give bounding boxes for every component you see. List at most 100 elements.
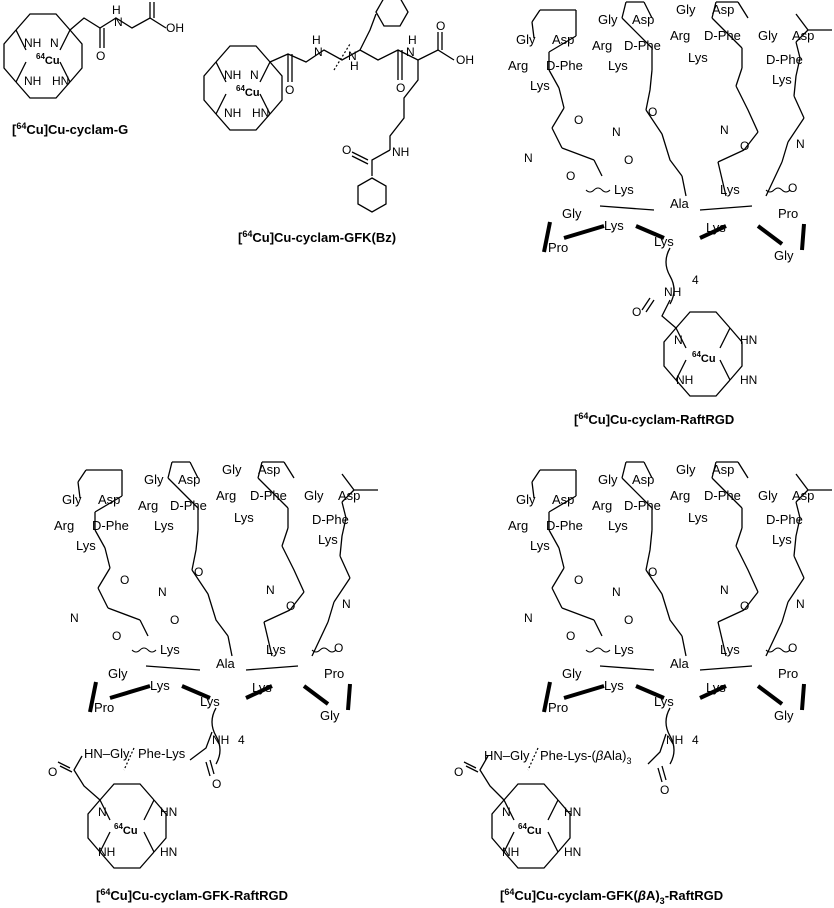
svg-text:Lys: Lys (720, 642, 740, 657)
svg-text:D-Phe: D-Phe (546, 518, 583, 533)
svg-text:Gly: Gly (562, 666, 582, 681)
svg-text:Pro: Pro (324, 666, 344, 681)
svg-text:HN: HN (160, 805, 177, 819)
caption-cyclam-g: [64Cu]Cu-cyclam-G (12, 121, 128, 137)
svg-text:NH: NH (666, 733, 683, 747)
svg-text:Asp: Asp (98, 492, 120, 507)
svg-text:Pro: Pro (94, 700, 114, 715)
svg-text:O: O (120, 573, 129, 587)
svg-text:O: O (624, 613, 633, 627)
atom-nh-3: NH (224, 68, 241, 82)
caption-cyclam-gfk-raftrgd: [64Cu]Cu-cyclam-GFK-RaftRGD (96, 887, 288, 903)
svg-text:Gly: Gly (144, 472, 164, 487)
svg-text:D-Phe: D-Phe (250, 488, 287, 503)
svg-text:O: O (170, 613, 179, 627)
svg-text:HN–Gly: HN–Gly (484, 748, 530, 763)
svg-text:HN: HN (564, 845, 581, 859)
svg-text:NH: NH (502, 845, 519, 859)
svg-text:O: O (648, 105, 657, 119)
caption-cyclam-gfk-bz: [64Cu]Cu-cyclam-GFK(Bz) (238, 229, 396, 245)
atom-o-5: O (436, 19, 445, 33)
svg-text:Gly: Gly (598, 12, 618, 27)
atom-n-2: N (250, 68, 259, 82)
svg-text:Arg: Arg (592, 498, 612, 513)
svg-text:O: O (566, 169, 575, 183)
caption-cyclam-gfk-ba3-raftrgd: [64Cu]Cu-cyclam-GFK(βA)3-RaftRGD (500, 887, 723, 906)
svg-text:Pro: Pro (548, 700, 568, 715)
atom-n-amide-2: N (314, 45, 323, 59)
svg-text:Asp: Asp (632, 12, 654, 27)
svg-text:N: N (796, 597, 805, 611)
svg-text:Asp: Asp (712, 2, 734, 17)
cu-label-1: 64Cu (36, 52, 60, 67)
svg-text:Arg: Arg (670, 488, 690, 503)
svg-text:NH: NH (676, 373, 693, 387)
svg-text:Gly: Gly (222, 462, 242, 477)
svg-text:Arg: Arg (138, 498, 158, 513)
svg-text:Pro: Pro (778, 666, 798, 681)
atom-o-4: O (396, 81, 405, 95)
atom-o-6: O (342, 143, 351, 157)
svg-text:HN: HN (740, 333, 757, 347)
svg-text:Arg: Arg (592, 38, 612, 53)
svg-text:Asp: Asp (712, 462, 734, 477)
atom-oh-2: OH (456, 53, 474, 67)
raft-labels-4: Gly Asp Arg D-Phe Lys Gly Asp Arg D-Phe … (54, 462, 360, 761)
atom-o-2: O (146, 0, 155, 3)
svg-text:O: O (574, 573, 583, 587)
svg-text:N: N (502, 805, 511, 819)
svg-text:O: O (740, 139, 749, 153)
svg-text:N: N (612, 585, 621, 599)
svg-text:Phe-Lys: Phe-Lys (138, 746, 186, 761)
atom-nh-amide-3: H (350, 59, 359, 73)
svg-text:NH: NH (664, 285, 681, 299)
atom-hn-1: HN (52, 74, 69, 88)
svg-text:Lys: Lys (234, 510, 254, 525)
svg-text:Lys: Lys (654, 234, 674, 249)
svg-text:Lys: Lys (608, 518, 628, 533)
svg-text:D-Phe: D-Phe (546, 58, 583, 73)
svg-text:Gly: Gly (516, 32, 536, 47)
svg-text:N: N (796, 137, 805, 151)
svg-text:Arg: Arg (216, 488, 236, 503)
svg-text:Gly: Gly (774, 708, 794, 723)
svg-text:Pro: Pro (548, 240, 568, 255)
structure-cyclam-gfk-ba3-raftrgd: Gly Asp Arg D-Phe Lys Gly Asp Arg D-Phe … (454, 460, 834, 906)
svg-text:HN: HN (740, 373, 757, 387)
svg-text:D-Phe: D-Phe (624, 498, 661, 513)
atom-nh-4: NH (224, 106, 241, 120)
svg-text:NH: NH (212, 733, 229, 747)
structure-cyclam-raftrgd: Gly Asp Arg D-Phe Lys Gly Asp Arg D-Phe … (508, 0, 834, 427)
svg-text:O: O (660, 783, 669, 797)
svg-text:Pro: Pro (778, 206, 798, 221)
svg-text:Lys: Lys (706, 680, 726, 695)
atom-nh-amide-1: H (112, 3, 121, 17)
svg-text:D-Phe: D-Phe (766, 512, 803, 527)
svg-text:O: O (574, 113, 583, 127)
svg-text:N: N (524, 151, 533, 165)
cu-label-3: 64Cu (692, 350, 716, 365)
svg-text:D-Phe: D-Phe (92, 518, 129, 533)
svg-text:HN: HN (160, 845, 177, 859)
svg-text:N: N (524, 611, 533, 625)
svg-text:N: N (342, 597, 351, 611)
svg-text:Asp: Asp (632, 472, 654, 487)
svg-text:Lys: Lys (252, 680, 272, 695)
svg-text:N: N (720, 123, 729, 137)
svg-text:Gly: Gly (774, 248, 794, 263)
svg-text:Arg: Arg (508, 518, 528, 533)
svg-text:Gly: Gly (598, 472, 618, 487)
svg-text:4: 4 (692, 273, 699, 287)
raft-labels-3: Gly Asp Arg D-Phe Lys Gly Asp Arg D-Phe … (508, 2, 814, 263)
svg-text:D-Phe: D-Phe (312, 512, 349, 527)
atom-nh-amide-2: H (312, 33, 321, 47)
svg-text:Lys: Lys (604, 218, 624, 233)
linker-phe-lys-ba3: Phe-Lys-(βAla)3 (540, 748, 631, 766)
svg-text:Gly: Gly (304, 488, 324, 503)
svg-text:O: O (566, 629, 575, 643)
atom-n-1: N (50, 36, 59, 50)
atom-n-amide-4: N (406, 45, 415, 59)
svg-text:Arg: Arg (670, 28, 690, 43)
svg-text:Lys: Lys (654, 694, 674, 709)
svg-text:Lys: Lys (266, 642, 286, 657)
